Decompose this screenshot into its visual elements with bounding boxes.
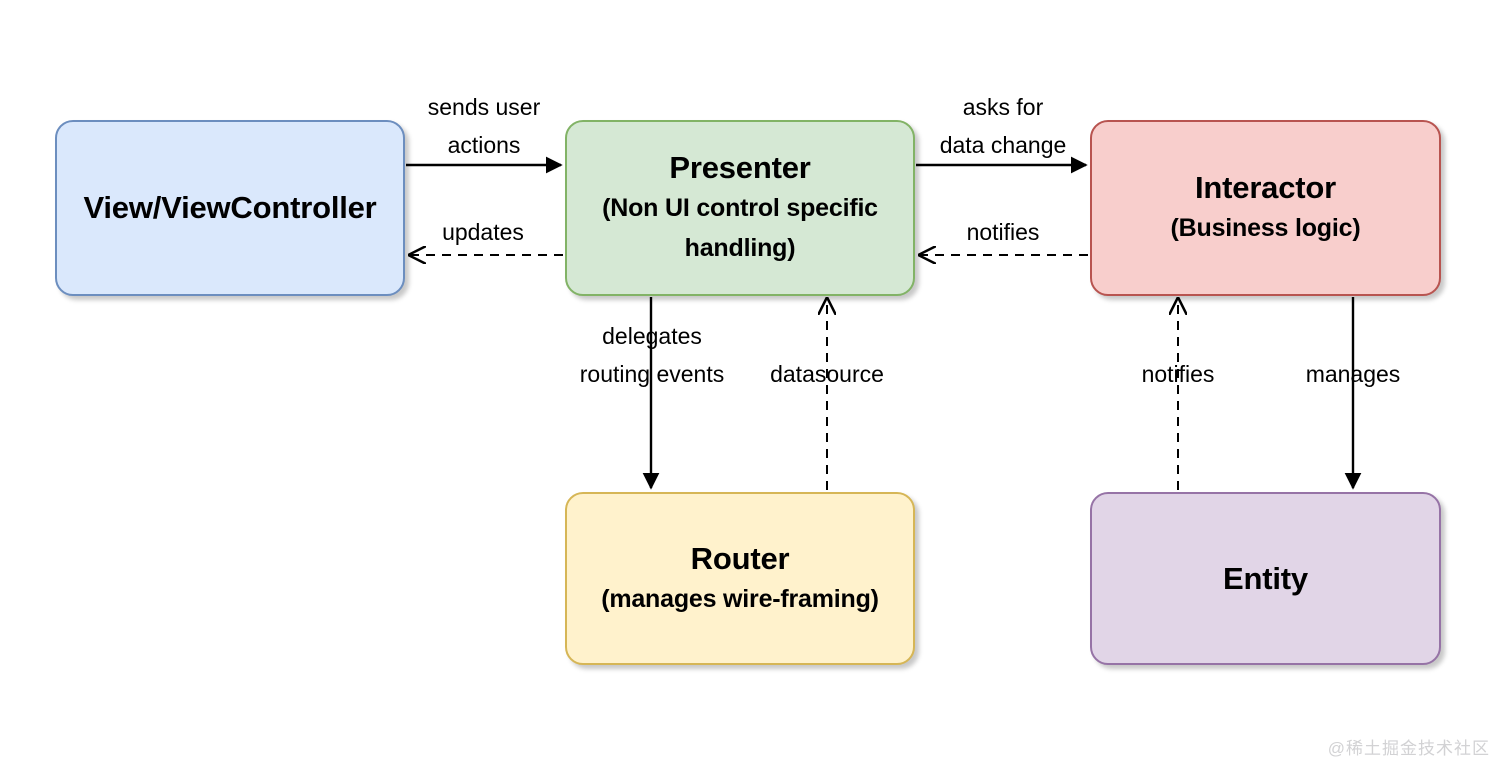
node-router-subtitle: (manages wire-framing) bbox=[601, 584, 879, 613]
node-router[interactable]: Router (manages wire-framing) bbox=[565, 492, 915, 665]
node-view-viewcontroller[interactable]: View/ViewController bbox=[55, 120, 405, 296]
node-presenter[interactable]: Presenter (Non UI control specific handl… bbox=[565, 120, 915, 296]
node-entity-title: Entity bbox=[1223, 560, 1308, 596]
edge-label-sends-user-actions: sends user actions bbox=[427, 94, 541, 158]
node-presenter-title: Presenter bbox=[669, 150, 811, 185]
edge-label-datasource: datasource bbox=[770, 361, 884, 387]
edge-label-notifies-interactor-presenter: notifies bbox=[966, 219, 1040, 245]
node-interactor-subtitle: (Business logic) bbox=[1170, 214, 1361, 242]
node-entity[interactable]: Entity bbox=[1090, 492, 1441, 665]
node-router-title: Router bbox=[690, 540, 790, 576]
edge-label-delegates-routing-events: delegates routing events bbox=[579, 323, 725, 387]
node-view-title: View/ViewController bbox=[83, 190, 377, 225]
node-interactor-title: Interactor bbox=[1195, 170, 1336, 205]
edge-label-updates: updates bbox=[442, 219, 524, 245]
watermark: @稀土掘金技术社区 bbox=[1327, 739, 1490, 758]
node-presenter-subtitle: (Non UI control specific handling) bbox=[602, 194, 878, 262]
edge-label-manages: manages bbox=[1305, 361, 1401, 387]
edge-label-notifies-entity-interactor: notifies bbox=[1141, 361, 1215, 387]
node-interactor[interactable]: Interactor (Business logic) bbox=[1090, 120, 1441, 296]
edge-label-asks-for-data-change: asks for data change bbox=[939, 94, 1067, 158]
